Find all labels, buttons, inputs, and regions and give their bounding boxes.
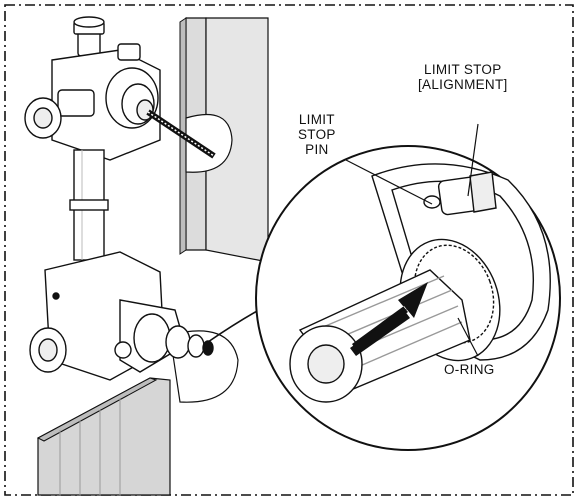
limit-stop-pin-leader <box>345 159 433 205</box>
lower-wall-block <box>36 377 171 496</box>
o-ring-callout: O-RING <box>444 362 495 377</box>
detail-magnifier <box>255 145 561 451</box>
limit-stop-callout: LIMIT STOP [ALIGNMENT] <box>418 62 508 92</box>
diagram-frame <box>4 4 574 496</box>
direction-arrow <box>352 282 428 350</box>
limit-stop-pin-callout: LIMIT STOP PIN <box>298 112 336 157</box>
limit-stop-leader <box>467 123 479 197</box>
connecting-pipe <box>69 149 109 261</box>
limit-stop-pin-line3: PIN <box>305 142 329 157</box>
limit-stop-line2: [ALIGNMENT] <box>418 77 508 92</box>
upper-wall-cutout <box>185 113 233 173</box>
o-ring-label: O-RING <box>444 362 495 377</box>
upper-threaded-stem <box>146 109 216 159</box>
limit-stop-pin-line2: STOP <box>298 127 336 142</box>
o-ring-leader <box>457 317 479 357</box>
lower-valve-body <box>29 251 214 381</box>
upper-diverter-body <box>24 16 161 161</box>
limit-stop-pin-line1: LIMIT <box>298 112 335 127</box>
limit-stop-line1: LIMIT STOP <box>424 62 502 77</box>
